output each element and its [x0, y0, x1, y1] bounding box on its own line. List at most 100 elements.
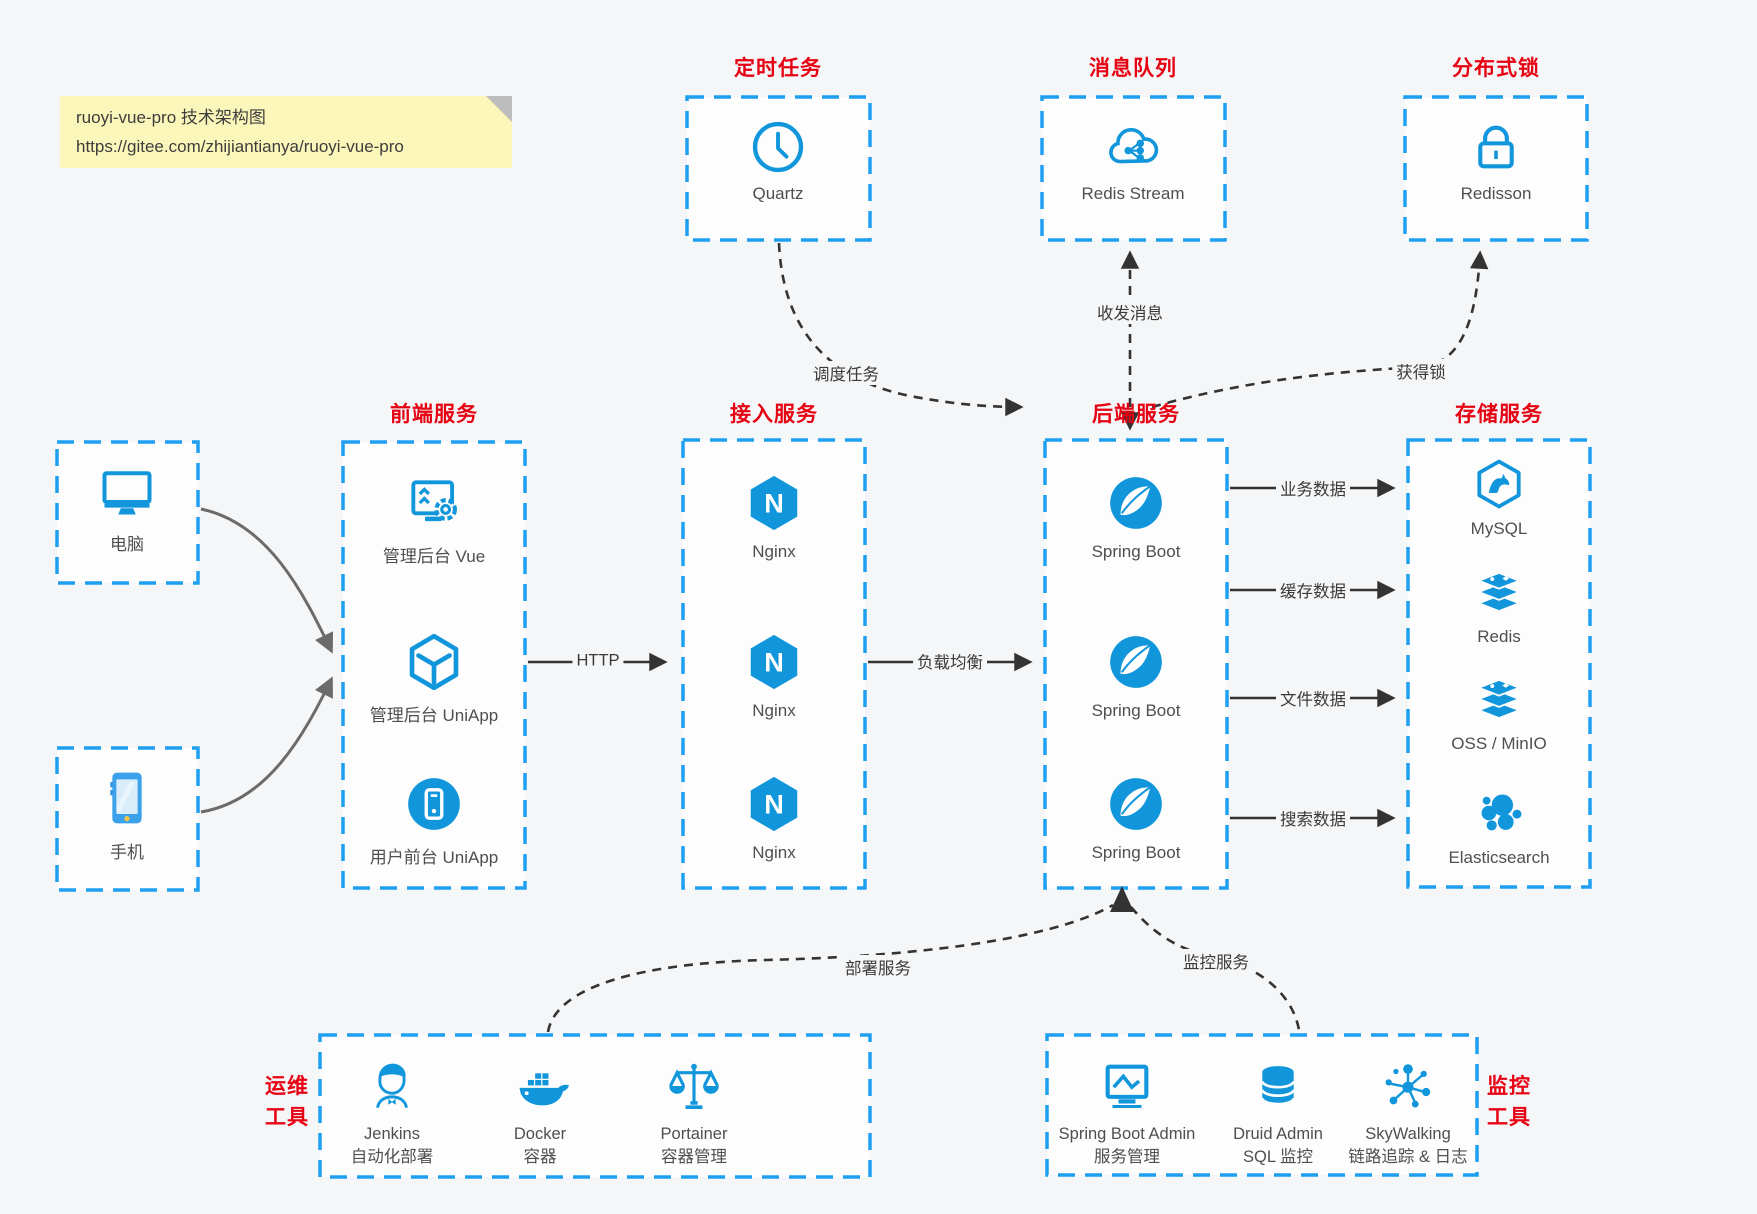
edge-label-http: HTTP: [572, 651, 624, 671]
ops-title-line2: 工具: [265, 1106, 309, 1129]
node-label: Quartz: [752, 184, 804, 203]
edge-label-monitor: 监控服务: [1179, 949, 1253, 973]
desktop-icon: [102, 471, 152, 515]
edge-label-search-data: 搜索数据: [1276, 806, 1350, 830]
lock-title: 分布式锁: [1452, 57, 1540, 80]
frontend-title: 前端服务: [390, 403, 478, 426]
edge-phone-to-frontend: [200, 676, 333, 814]
mysql-icon: [1477, 459, 1521, 509]
redis-stack-icon: [1476, 571, 1522, 613]
scheduler-title: 定时任务: [734, 57, 822, 80]
docker-icon: [519, 1073, 569, 1106]
node-oss-minio: OSS / MinIO: [1411, 672, 1587, 754]
node-label: OSS / MinIO: [1451, 734, 1547, 753]
mq-title: 消息队列: [1089, 57, 1177, 80]
node-spring-boot-2: Spring Boot: [1048, 631, 1224, 721]
tool-name: Spring Boot Admin: [1058, 1125, 1196, 1143]
lock-panel: [1403, 95, 1589, 242]
node-label: Spring Boot: [1091, 843, 1181, 862]
node-label: 手机: [110, 843, 144, 862]
uniapp-box-icon: [409, 633, 459, 691]
node-label: MySQL: [1470, 519, 1528, 538]
ops-panel: [318, 1033, 872, 1179]
node-quartz: Quartz: [708, 118, 848, 204]
nginx-icon: N: [750, 776, 798, 832]
tool-desc: 自动化部署: [350, 1148, 434, 1166]
spring-icon: [1110, 477, 1162, 529]
node-label: Redis: [1477, 627, 1521, 646]
elasticsearch-icon: [1481, 794, 1522, 831]
storage-title: 存储服务: [1455, 403, 1543, 426]
monitoring-title: 监控 工具: [1487, 1071, 1531, 1133]
node-label: 电脑: [110, 535, 144, 554]
sticky-note: ruoyi-vue-pro 技术架构图 https://gitee.com/zh…: [60, 96, 512, 168]
tool-desc: 容器管理: [660, 1148, 727, 1166]
node-mysql: MySQL: [1411, 457, 1587, 539]
node-label: 用户前台 UniApp: [369, 848, 499, 867]
monitoring-title-line1: 监控: [1487, 1075, 1531, 1098]
node-label: Druid Admin SQL 监控: [1233, 1123, 1323, 1169]
deploy-arrowhead: [1110, 886, 1134, 912]
node-druid-admin: Druid Admin SQL 监控: [1203, 1057, 1353, 1169]
smartphone-icon: [110, 772, 142, 824]
node-label: Nginx: [752, 542, 796, 561]
monitoring-title-line2: 工具: [1487, 1106, 1531, 1129]
tool-desc: 服务管理: [1093, 1148, 1160, 1166]
admin-console-icon: [411, 480, 457, 522]
note-url: https://gitee.com/zhijiantianya/ruoyi-vu…: [76, 137, 404, 156]
tool-desc: 链路追踪 & 日志: [1348, 1148, 1468, 1166]
node-label: Nginx: [752, 701, 796, 720]
tool-name: Portainer: [660, 1125, 728, 1143]
node-label: Redisson: [1460, 184, 1532, 203]
note-title: ruoyi-vue-pro 技术架构图: [76, 108, 266, 127]
tool-name: Docker: [513, 1125, 567, 1143]
edge-label-load-balance: 负载均衡: [913, 649, 987, 673]
node-admin-uniapp: 管理后台 UniApp: [346, 631, 522, 726]
backend-title: 后端服务: [1092, 403, 1180, 426]
node-label: 管理后台 UniApp: [369, 706, 499, 725]
node-spring-boot-admin: Spring Boot Admin 服务管理: [1027, 1057, 1227, 1169]
edge-label-deploy: 部署服务: [841, 955, 915, 979]
node-spring-boot-1: Spring Boot: [1048, 472, 1224, 562]
database-icon: [1260, 1066, 1296, 1106]
access-title: 接入服务: [730, 403, 818, 426]
tool-name: SkyWalking: [1365, 1125, 1451, 1143]
node-label: Elasticsearch: [1448, 848, 1550, 867]
admin-monitor-icon: [1105, 1064, 1149, 1109]
node-label: Spring Boot Admin 服务管理: [1059, 1123, 1196, 1169]
node-label: Portainer 容器管理: [661, 1123, 728, 1169]
tool-desc: SQL 监控: [1243, 1148, 1313, 1166]
portainer-scales-icon: [669, 1063, 719, 1109]
tool-name: Jenkins: [364, 1125, 420, 1143]
edge-computer-to-frontend: [200, 507, 334, 654]
svg-text:N: N: [764, 789, 784, 820]
note-fold-corner: [486, 96, 512, 122]
node-elasticsearch: Elasticsearch: [1411, 786, 1587, 868]
node-computer: 电脑: [62, 462, 192, 555]
edge-label-message: 收发消息: [1093, 300, 1167, 324]
ops-title: 运维 工具: [265, 1071, 309, 1133]
node-spring-boot-3: Spring Boot: [1048, 773, 1224, 863]
node-label: Spring Boot: [1091, 542, 1181, 561]
clock-icon: [752, 121, 804, 173]
node-redisson: Redisson: [1426, 118, 1566, 204]
node-label: Jenkins 自动化部署: [351, 1123, 434, 1169]
node-label: Nginx: [752, 843, 796, 862]
nginx-icon: N: [750, 634, 798, 690]
node-docker: Docker 容器: [465, 1057, 615, 1169]
nginx-icon: N: [750, 475, 798, 531]
edge-deploy-arrow: [546, 903, 1114, 1033]
jenkins-icon: [376, 1063, 408, 1109]
node-label: Docker 容器: [514, 1123, 566, 1169]
ops-title-line1: 运维: [265, 1075, 309, 1098]
node-nginx-2: N Nginx: [686, 631, 862, 721]
node-nginx-1: N Nginx: [686, 472, 862, 562]
tool-name: Druid Admin: [1233, 1125, 1323, 1143]
edge-label-file-data: 文件数据: [1276, 686, 1350, 710]
node-portainer: Portainer 容器管理: [619, 1057, 769, 1169]
node-admin-vue: 管理后台 Vue: [346, 472, 522, 567]
mq-panel: [1040, 95, 1227, 242]
edge-label-cache-data: 缓存数据: [1276, 578, 1350, 602]
node-redis: Redis: [1411, 565, 1587, 647]
